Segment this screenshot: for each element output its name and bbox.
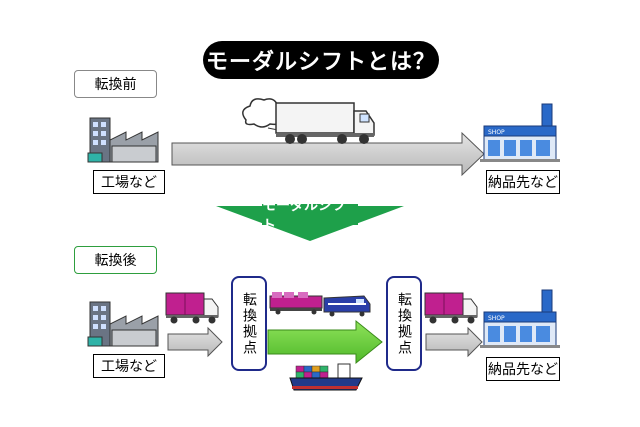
svg-text:SHOP: SHOP [488,129,505,136]
factory-icon [87,117,159,163]
shop-icon: SHOP [480,103,560,162]
truck-icon [424,292,478,324]
arrow-road-delivery [425,326,483,358]
factory-label-before: 工場など [93,170,165,194]
before-tag: 転換前 [74,70,157,98]
shop-icon: SHOP [480,289,560,348]
arrow-rail-sea [267,319,383,365]
hub-right: 転換拠点 [386,276,422,371]
arrow-road-before [171,131,485,177]
destination-label-before: 納品先など [486,170,560,194]
svg-text:SHOP: SHOP [488,315,505,322]
truck-icon [275,102,375,144]
page-title: モーダルシフトとは？ [203,41,439,79]
truck-icon [165,292,219,324]
destination-label-after: 納品先など [486,357,560,381]
modal-shift-label: モーダルシフト [262,197,346,234]
arrow-road-pickup [167,326,223,358]
factory-label-after: 工場など [93,354,165,378]
factory-icon [87,301,159,347]
after-tag: 転換後 [74,246,157,274]
train-icon [269,292,371,317]
ship-icon [289,363,363,391]
hub-left: 転換拠点 [231,276,267,371]
